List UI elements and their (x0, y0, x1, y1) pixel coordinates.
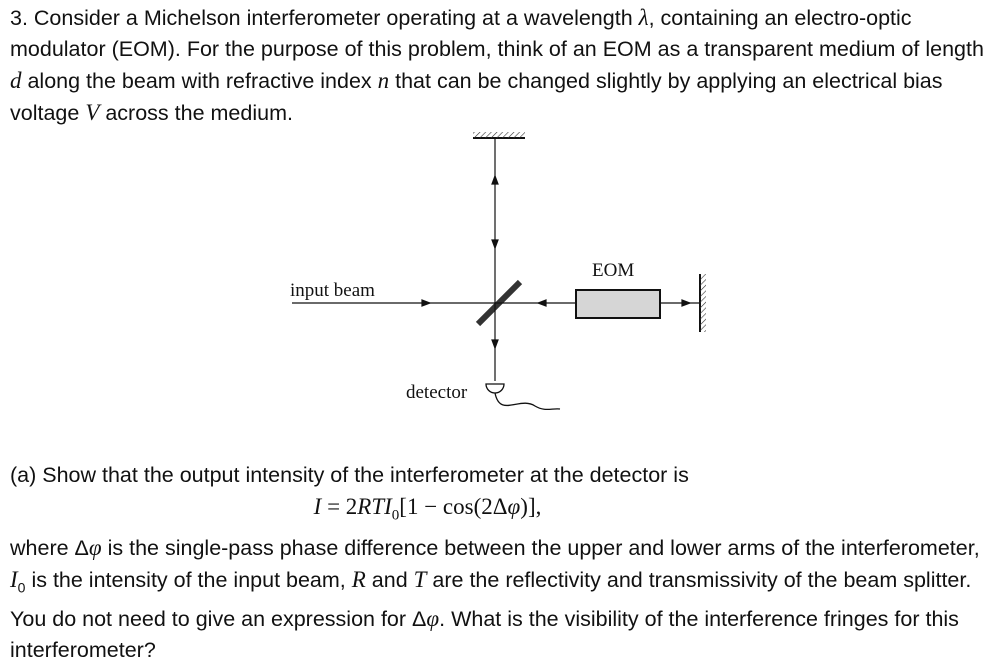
intro-text-end: across the medium. (99, 101, 293, 125)
where-1: where Δ (10, 535, 89, 560)
input-beam (292, 299, 495, 307)
symbol-I0: I (10, 566, 18, 592)
eom-arm-beam (495, 299, 700, 307)
eq-rti: RTI (357, 494, 392, 519)
intro-text-mid1: , containing an electro-optic modulator … (10, 6, 984, 61)
eq-phi: φ (507, 494, 521, 519)
detector-label: detector (406, 382, 468, 403)
part-a-lead: (a) Show that the output intensity of th… (10, 463, 689, 487)
intro-text-mid2: along the beam with refractive index (21, 69, 378, 93)
intro-text-mid3: that can be changed slightly by applying… (10, 69, 943, 125)
eq-lhs: I (313, 494, 322, 519)
right-mirror (699, 274, 706, 332)
symbol-n: n (377, 68, 390, 93)
upper-arm-beam (491, 138, 499, 306)
problem-statement: 3. Consider a Michelson interferometer o… (10, 2, 995, 129)
output-beam (491, 303, 499, 381)
eq-rest: [1 − cos(2Δ (399, 494, 508, 519)
part-a-question: (a) Show that the output intensity of th… (10, 460, 995, 666)
eq-mid: = 2 (321, 494, 358, 519)
symbol-lambda: λ (638, 5, 649, 30)
phi-2: φ (426, 605, 440, 631)
input-beam-label: input beam (290, 280, 375, 301)
where-4: and (365, 567, 414, 592)
symbol-R: R (351, 566, 366, 592)
symbol-I0-sub: 0 (17, 578, 26, 595)
michelson-diagram: input beam EOM detector (290, 132, 706, 411)
intro-text-start: 3. Consider a Michelson interferometer o… (10, 6, 639, 30)
where-6: . What is the visibility of the interfer… (10, 606, 959, 662)
where-5: are the reflectivity and transmissivity … (10, 567, 972, 631)
symbol-T: T (413, 566, 427, 592)
eq-sub: 0 (391, 507, 400, 524)
eom-block (575, 289, 661, 319)
symbol-d: d (10, 68, 22, 93)
phi-1: φ (88, 534, 102, 560)
eom-label: EOM (592, 260, 634, 281)
top-mirror (473, 132, 525, 139)
eq-end: )], (520, 494, 542, 519)
where-2: is the single-pass phase difference betw… (101, 535, 980, 560)
detector-icon (485, 383, 561, 411)
symbol-V: V (85, 100, 100, 125)
where-3: is the intensity of the input beam, (25, 567, 352, 592)
intensity-equation: I = 2RTI0[1 − cos(2Δφ)], (10, 491, 995, 532)
